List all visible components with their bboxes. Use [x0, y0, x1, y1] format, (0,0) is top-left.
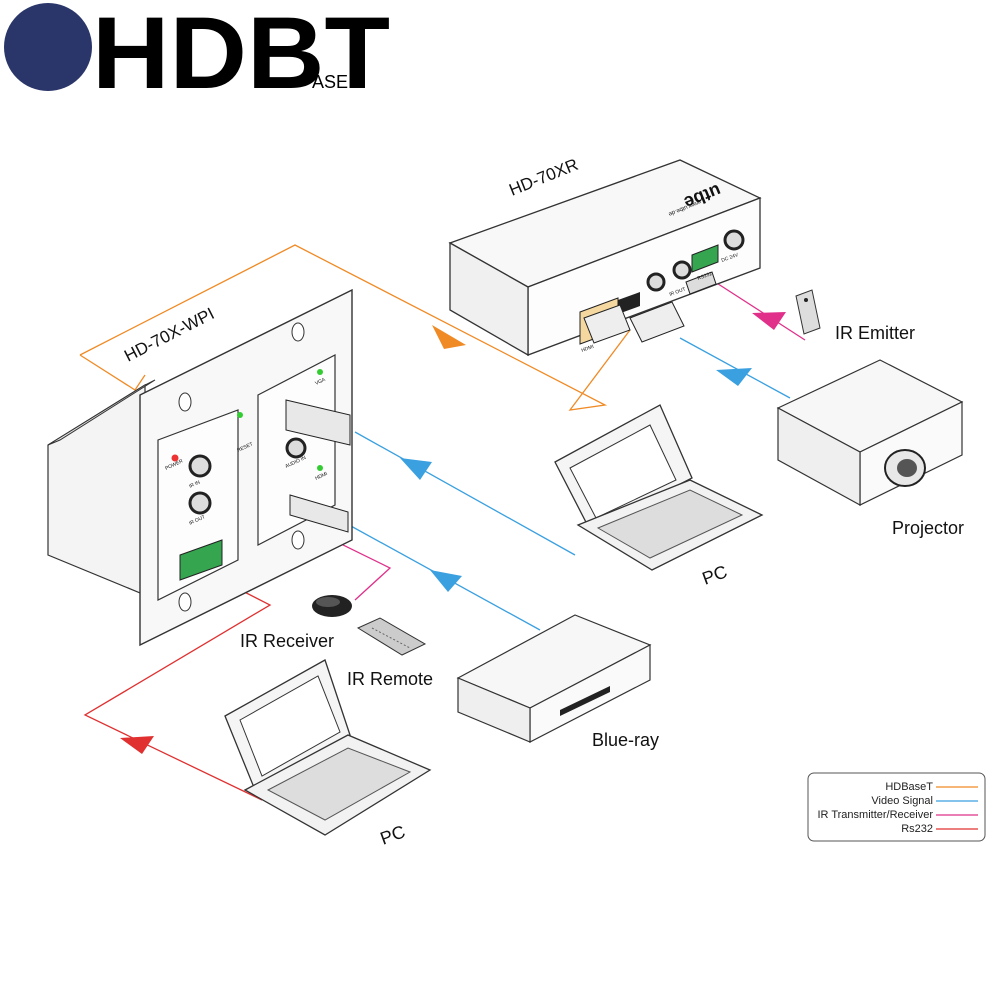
ir-receiver-device: [312, 595, 352, 617]
legend-label-rs232: Rs232: [901, 823, 933, 835]
video-cable-bluray: [339, 519, 541, 631]
hdbaset-cable: [79, 244, 631, 411]
receiver-box: utbe www.utbe.de HDMI IR OUT RS232 DC 24…: [448, 159, 762, 357]
laptop-top-keyboard: [596, 489, 744, 559]
rx-rs232-terminal: [691, 244, 719, 273]
rx-ir-jack: [646, 272, 666, 292]
legend-label-hdbaset: HDBaseT: [885, 781, 933, 793]
video-arrow-pc: [400, 458, 432, 480]
receiver-dc-label: DC 24V: [721, 252, 740, 264]
screw-hole: [291, 530, 305, 550]
audio-jack: [285, 437, 307, 459]
ir-emitter-dot: [804, 298, 808, 302]
receiver-side: [449, 241, 529, 357]
tx-ir-in-label: IR IN: [188, 479, 201, 489]
video-arrow-bluray: [430, 570, 462, 592]
hdbaset-line: [79, 244, 631, 411]
receiver-hdmi-label: HDMI: [581, 344, 595, 354]
ir-line-emitter: [711, 279, 806, 341]
pc-bottom-label: PC: [378, 821, 408, 848]
projector-label: Projector: [892, 518, 964, 538]
projector-lens-inner: [897, 459, 917, 477]
vga-connector: [285, 399, 351, 446]
rx-hdbaset-plug: [583, 304, 631, 344]
logo-suffix: ASE: [312, 72, 348, 92]
status-led: [237, 412, 243, 418]
rx-ir-out-jack: [672, 260, 692, 280]
legend-label-ir: IR Transmitter/Receiver: [817, 809, 933, 821]
rs232-arrow: [120, 736, 154, 754]
hdbaset-logo: HDBT ASE: [4, 0, 390, 110]
video-line-pc: [354, 431, 576, 556]
video-line-projector: [679, 337, 791, 399]
bluray-device: [456, 614, 652, 743]
screw-hole: [178, 592, 192, 612]
ir-remote-device: [356, 617, 427, 656]
ir-emitter-label: IR Emitter: [835, 323, 915, 343]
laptop-top-display: [569, 424, 677, 519]
ir-cable-emitter: [711, 279, 806, 341]
legend: HDBaseT Video Signal IR Transmitter/Rece…: [807, 772, 986, 842]
video-cable-pc: [354, 431, 576, 556]
legend-box: [807, 772, 986, 842]
hdbaset-arrow: [432, 325, 466, 349]
tx-hdmi-label: HDMI: [314, 471, 328, 482]
rs232-terminal: [179, 539, 223, 581]
hdmi-connector: [289, 494, 349, 533]
projector-side: [777, 406, 861, 507]
receiver-irout-label: IR OUT: [669, 286, 687, 297]
ir-remote-body: [356, 617, 427, 656]
ir-emitter-device: [795, 289, 821, 335]
bluray-side: [457, 677, 531, 743]
rx-dc-jack: [723, 229, 745, 251]
logo-text: HDBT: [92, 0, 390, 110]
laptop-bottom-display: [239, 675, 341, 777]
ir-arrow-emitter: [752, 312, 786, 330]
wallbox-top: [47, 379, 156, 446]
screw-hole: [178, 392, 192, 412]
ir-remote-label: IR Remote: [347, 669, 433, 689]
ir-remote-keys: [371, 627, 411, 649]
legend-label-video: Video Signal: [871, 795, 933, 807]
logo-circle: [4, 3, 92, 91]
bluray-label: Blue-ray: [592, 730, 659, 750]
ir-receiver-label: IR Receiver: [240, 631, 334, 651]
bluray-tray: [560, 686, 610, 716]
transmitter-wallplate: POWER IR IN IR OUT RESET VGA AUDIO IN HD…: [47, 288, 353, 647]
rx-hdmi-port: [618, 292, 640, 314]
transmitter-label: HD-70X-WPI: [121, 304, 217, 366]
projector-device: [776, 359, 964, 507]
tx-vga-label: VGA: [314, 377, 327, 387]
video-arrow-projector: [716, 368, 752, 386]
ir-out-jack: [188, 491, 212, 515]
ir-in-jack: [188, 454, 212, 478]
laptop-bottom: [224, 659, 432, 836]
ir-receiver-top: [316, 597, 340, 607]
power-led: [171, 454, 179, 462]
rx-ir-plug: [685, 271, 717, 295]
status-led: [317, 369, 323, 375]
rx-hdmi-plug: [629, 301, 685, 343]
laptop-top: [554, 404, 764, 571]
receiver-rs232-label: RS232: [697, 271, 714, 282]
hdbaset-line-2: [79, 354, 146, 391]
status-led: [317, 465, 323, 471]
pc-top-label: PC: [700, 561, 730, 588]
screw-hole: [291, 322, 305, 342]
ir-emitter-body: [795, 289, 821, 335]
video-cable-projector: [679, 337, 791, 399]
laptop-bottom-keyboard: [266, 747, 412, 821]
receiver-label: HD-70XR: [506, 155, 581, 200]
